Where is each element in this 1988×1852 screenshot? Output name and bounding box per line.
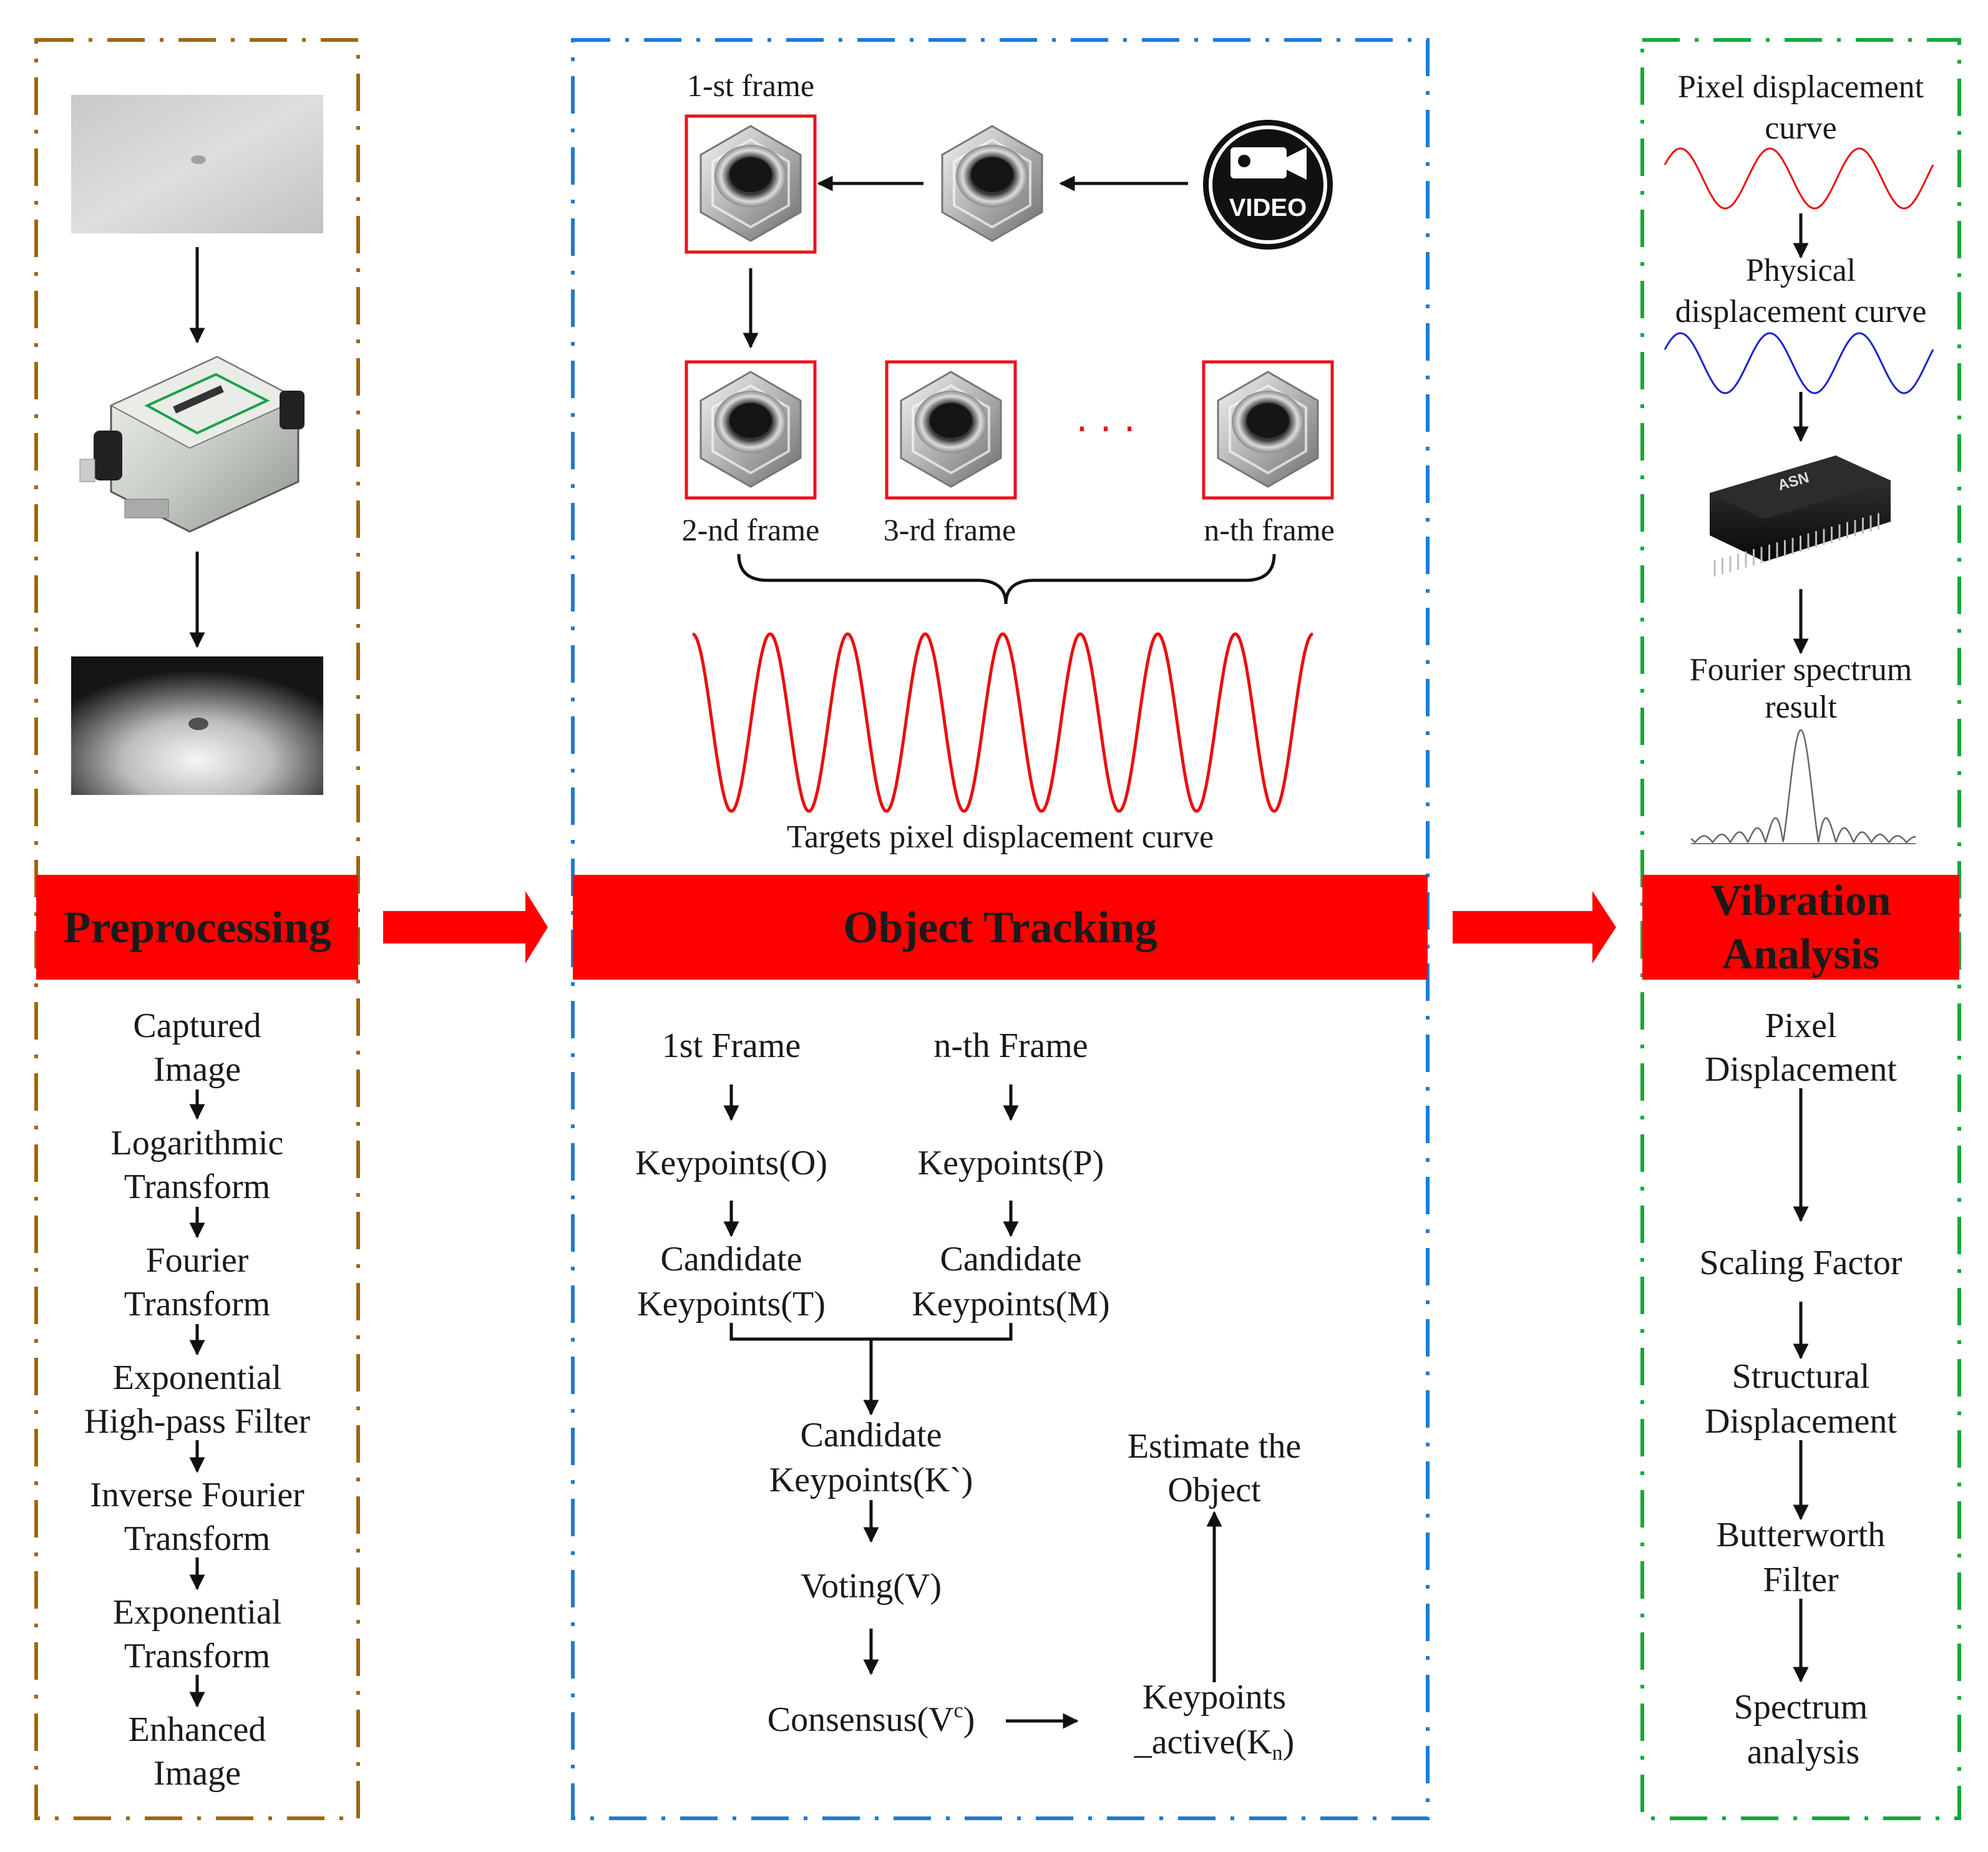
emi-filter-photo — [79, 356, 305, 533]
pixel-displacement-curve — [1664, 147, 1934, 210]
flow-candidate-t-2: Keypoints(T) — [637, 1285, 826, 1323]
second-frame-label: 2-nd frame — [682, 512, 820, 547]
tracking-flow: 1st Frame n-th Frame Keypoints(O) Keypoi… — [635, 1026, 1301, 1765]
flow-first-frame: 1st Frame — [662, 1026, 801, 1065]
preprocessing-steps: Captured Image Logarithmic Transform Fou… — [84, 1006, 311, 1793]
flow-candidate-k-1: Candidate — [800, 1416, 942, 1455]
flow-consensus-main: Consensus(V — [767, 1700, 954, 1739]
nut-frame-2 — [685, 360, 817, 500]
flow-active-sub: n — [1272, 1742, 1283, 1765]
nut-video-frame — [941, 125, 1043, 242]
vstep-structural-1: Structural — [1732, 1357, 1870, 1396]
flow-keypoints-o: Keypoints(O) — [635, 1144, 827, 1182]
target-curve-caption: Targets pixel displacement curve — [787, 819, 1214, 855]
frames-ellipsis: · · · — [1076, 407, 1135, 451]
target-displacement-curve — [692, 632, 1313, 813]
third-frame-label: 3-rd frame — [884, 512, 1016, 547]
frames-brace — [737, 553, 1276, 605]
step-exp-highpass-1: Exponential — [113, 1358, 282, 1397]
tracking-banner-text: Object Tracking — [843, 902, 1157, 952]
step-captured-image-1: Captured — [133, 1006, 261, 1045]
video-icon-text: VIDEO — [1229, 194, 1307, 222]
nut-frame-n — [1202, 360, 1334, 500]
flow-active-2: _active(Kn) — [1134, 1723, 1294, 1765]
vstep-butterworth-2: Filter — [1763, 1561, 1839, 1599]
step-inverse-fourier-1: Inverse Fourier — [90, 1476, 305, 1514]
flow-active-1: Keypoints — [1143, 1678, 1286, 1717]
step-exp-transform-2: Transform — [124, 1637, 270, 1675]
video-icon: VIDEO — [1203, 120, 1333, 250]
step-exp-highpass-2: High-pass Filter — [84, 1402, 311, 1441]
step-inverse-fourier-2: Transform — [124, 1519, 270, 1558]
vstep-scaling-factor: Scaling Factor — [1699, 1244, 1902, 1282]
preprocessing-banner-text: Preprocessing — [63, 902, 331, 952]
flow-estimate-2: Object — [1167, 1471, 1261, 1509]
flow-nth-frame: n-th Frame — [933, 1026, 1088, 1065]
preprocessing-banner: Preprocessing — [36, 875, 358, 980]
pixel-curve-label-1: Pixel displacement — [1678, 69, 1924, 105]
flow-estimate-1: Estimate the — [1128, 1427, 1301, 1466]
physical-curve-label-2: displacement curve — [1675, 294, 1927, 329]
flow-active-close: ) — [1283, 1723, 1295, 1762]
flow-consensus-close: ) — [963, 1700, 975, 1739]
flow-active-main: _active(K — [1134, 1723, 1272, 1762]
nut-frame-3 — [885, 360, 1017, 500]
red-arrow-right-1 — [383, 891, 548, 963]
vstep-butterworth-1: Butterworth — [1717, 1516, 1886, 1554]
step-log-transform-2: Transform — [124, 1167, 270, 1206]
vstep-spectrum-1: Spectrum — [1734, 1688, 1868, 1727]
step-fourier-transform-1: Fourier — [146, 1241, 249, 1280]
flow-candidate-m-1: Candidate — [940, 1240, 1081, 1279]
vibration-steps: Pixel Displacement Scaling Factor Struct… — [1699, 1006, 1902, 1772]
physical-displacement-curve — [1664, 332, 1934, 394]
flow-keypoints-p: Keypoints(P) — [918, 1144, 1104, 1182]
red-arrow-right-2 — [1453, 891, 1616, 963]
transformer-chip-photo: ASN — [1710, 456, 1891, 577]
step-fourier-transform-2: Transform — [124, 1285, 270, 1323]
nut-frame-1 — [685, 114, 817, 254]
enhanced-photo — [71, 656, 323, 795]
step-enhanced-image-2: Image — [153, 1754, 241, 1793]
vibration-banner-line2: Analysis — [1722, 930, 1880, 978]
flow-voting: Voting(V) — [801, 1567, 942, 1606]
nth-frame-label: n-th frame — [1204, 512, 1335, 547]
flow-candidate-t-1: Candidate — [660, 1240, 802, 1279]
first-frame-label: 1-st frame — [687, 68, 814, 103]
flow-consensus: Consensus(Vc) — [767, 1699, 975, 1739]
step-enhanced-image-1: Enhanced — [129, 1710, 266, 1749]
vibration-banner: Vibration Analysis — [1642, 875, 1959, 980]
captured-photo — [71, 95, 323, 233]
flow-candidate-m-2: Keypoints(M) — [912, 1285, 1109, 1323]
step-exp-transform-1: Exponential — [113, 1593, 282, 1632]
physical-curve-label-1: Physical — [1746, 253, 1856, 288]
tracking-banner: Object Tracking — [573, 875, 1428, 980]
step-log-transform-1: Logarithmic — [111, 1124, 284, 1162]
flow-consensus-sup: c — [953, 1699, 963, 1722]
fourier-result-label-1: Fourier spectrum — [1690, 652, 1912, 688]
vstep-pixel-disp-1: Pixel — [1765, 1006, 1836, 1045]
pixel-curve-label-2: curve — [1765, 110, 1836, 146]
fourier-spectrum-plot — [1690, 729, 1916, 844]
vibration-banner-line1: Vibration — [1710, 877, 1891, 925]
vstep-spectrum-2: analysis — [1747, 1733, 1859, 1772]
fourier-result-label-2: result — [1765, 690, 1837, 725]
step-captured-image-2: Image — [153, 1050, 241, 1089]
flow-candidate-k-2: Keypoints(K`) — [769, 1461, 973, 1499]
vstep-structural-2: Displacement — [1705, 1402, 1897, 1441]
vstep-pixel-disp-2: Displacement — [1705, 1050, 1897, 1089]
